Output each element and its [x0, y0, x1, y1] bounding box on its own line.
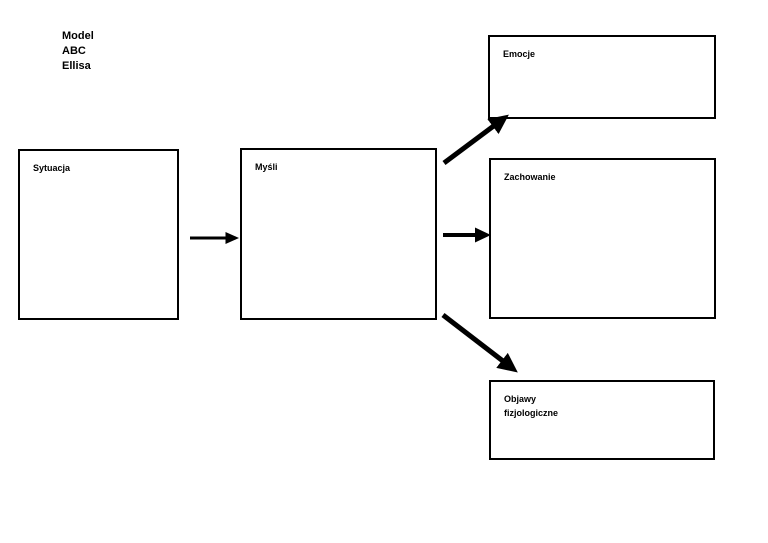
connector-mysli-to-objawy: [441, 313, 518, 373]
connector-mysli-to-emocje: [442, 114, 509, 166]
node-mysli-label: Myśli: [255, 162, 278, 172]
node-zachowanie-label: Zachowanie: [504, 172, 556, 182]
node-emocje-label: Emocje: [503, 49, 536, 59]
node-mysli[interactable]: Myśli: [240, 148, 437, 320]
node-sytuacja-label: Sytuacja: [33, 163, 71, 173]
node-sytuacja[interactable]: Sytuacja: [18, 149, 179, 320]
diagram-title: Model ABC Ellisa: [62, 30, 94, 72]
node-objawy-label: Objawy fizjologiczne: [504, 394, 558, 418]
node-emocje[interactable]: Emocje: [488, 35, 716, 119]
node-objawy[interactable]: Objawy fizjologiczne: [489, 380, 715, 460]
node-zachowanie[interactable]: Zachowanie: [489, 158, 716, 319]
